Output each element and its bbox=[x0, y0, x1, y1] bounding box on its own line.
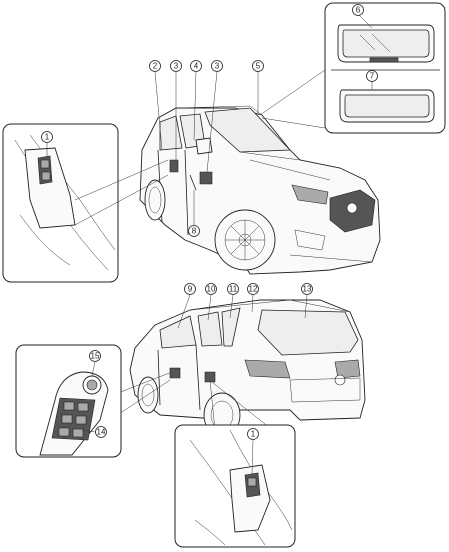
rear-window-glass bbox=[257, 309, 359, 356]
svg-text:2: 2 bbox=[153, 62, 158, 71]
rear-side-glass-mid bbox=[197, 311, 223, 347]
callout-2: 2 bbox=[149, 60, 161, 72]
callout-9: 9 bbox=[184, 283, 196, 295]
svg-text:14: 14 bbox=[97, 428, 106, 437]
svg-text:7: 7 bbox=[370, 72, 375, 81]
callout-8: 8 bbox=[188, 225, 200, 237]
front-view-leaders bbox=[154, 69, 326, 225]
callout-5: 5 bbox=[252, 60, 264, 72]
callout-14: 14 bbox=[95, 426, 107, 438]
callout-1-top: 1 bbox=[41, 131, 53, 143]
quarter-glass bbox=[221, 307, 241, 347]
mirror-detail-panel bbox=[324, 2, 446, 134]
rear-wheel bbox=[144, 179, 166, 221]
svg-text:1: 1 bbox=[251, 430, 256, 439]
svg-text:8: 8 bbox=[192, 227, 197, 236]
rear-door-glass bbox=[159, 115, 183, 151]
svg-text:3: 3 bbox=[174, 62, 179, 71]
callout-3b: 3 bbox=[211, 60, 223, 72]
callout-6: 6 bbox=[352, 4, 364, 16]
windshield-glass bbox=[204, 107, 291, 153]
callout-13: 13 bbox=[301, 283, 313, 295]
front-door-switch-detail bbox=[2, 123, 169, 283]
svg-text:1: 1 bbox=[45, 133, 50, 142]
callout-11: 11 bbox=[227, 283, 239, 295]
callout-12: 12 bbox=[247, 283, 259, 295]
callout-7: 7 bbox=[366, 70, 378, 82]
svg-text:5: 5 bbox=[256, 62, 261, 71]
svg-text:13: 13 bbox=[303, 285, 312, 294]
driver-switch-detail bbox=[15, 344, 122, 458]
callout-1-bottom: 1 bbox=[247, 428, 259, 440]
rear-door-switch-detail bbox=[174, 424, 296, 548]
svg-text:4: 4 bbox=[194, 62, 199, 71]
svg-text:3: 3 bbox=[215, 62, 220, 71]
callout-4: 4 bbox=[190, 60, 202, 72]
svg-text:9: 9 bbox=[188, 285, 193, 294]
svg-text:15: 15 bbox=[91, 352, 100, 361]
svg-text:12: 12 bbox=[249, 285, 258, 294]
callout-3a: 3 bbox=[170, 60, 182, 72]
svg-text:11: 11 bbox=[229, 285, 238, 294]
front-view-vehicle bbox=[139, 105, 381, 275]
svg-text:6: 6 bbox=[356, 6, 361, 15]
svg-text:10: 10 bbox=[207, 285, 216, 294]
rear-view-vehicle bbox=[129, 299, 366, 438]
callout-15: 15 bbox=[89, 350, 101, 362]
callout-10: 10 bbox=[205, 283, 217, 295]
